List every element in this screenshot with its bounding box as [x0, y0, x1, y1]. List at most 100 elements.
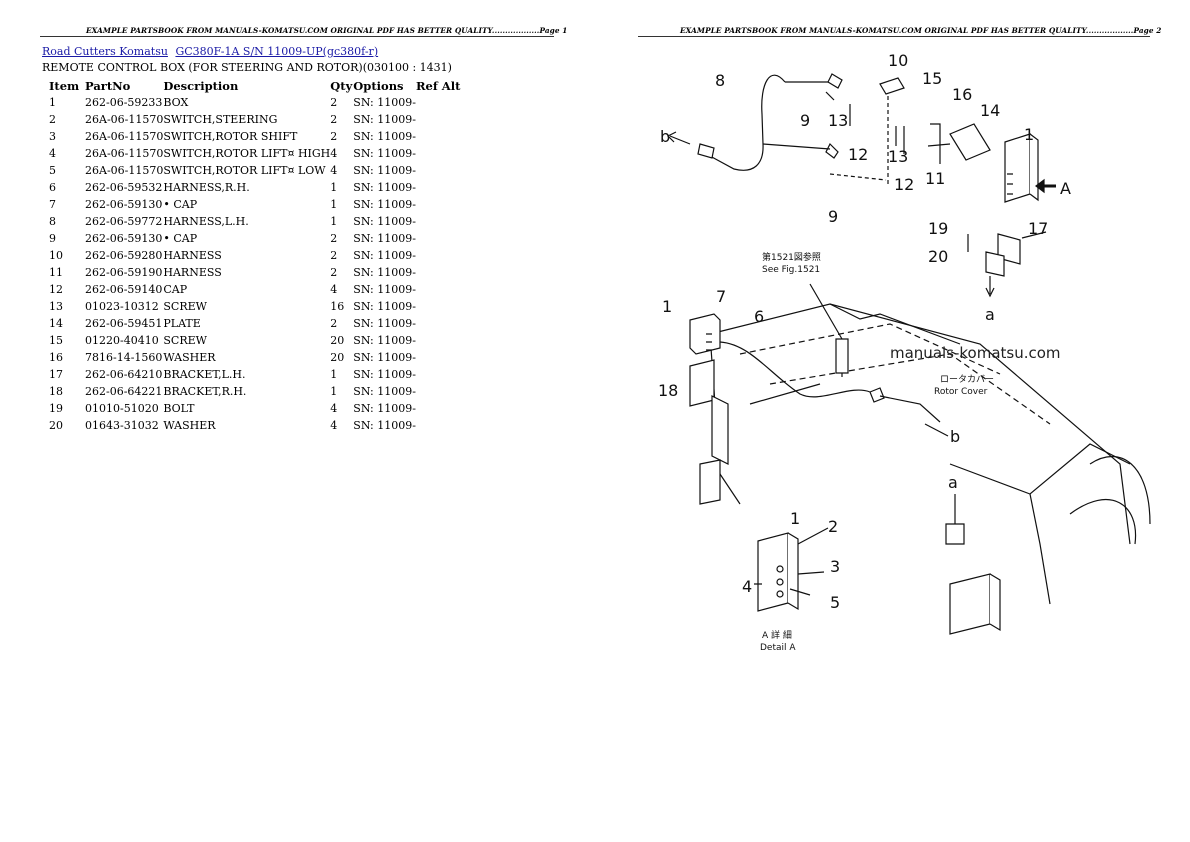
see-fig-label: See Fig.1521 [762, 265, 820, 275]
exploded-parts-diagram: 8 9 9 10 11 12 12 13 13 14 15 16 1 A 17 … [658, 51, 1151, 653]
cell-description: HARNESS,R.H. [163, 181, 250, 194]
callout-13-upper: 13 [828, 111, 848, 130]
detail-a-label: Detail A [760, 643, 796, 653]
cell-options: SN: 11009- [353, 249, 416, 262]
label-b-lower: b [950, 427, 960, 446]
cell-description: SWITCH,STEERING [163, 113, 278, 126]
cell-qty: 20 [330, 351, 345, 364]
cell-partno: 262-06-59532 [85, 181, 163, 194]
parts-table: Item PartNo Description Qty Options Ref … [42, 77, 460, 434]
cell-description: WASHER [163, 351, 216, 364]
cell-description: SWITCH,ROTOR LIFT¤ HIGH [163, 147, 331, 160]
harness-l-h-line [709, 74, 786, 171]
page-header-1: EXAMPLE PARTSBOOK FROM MANUALS-KOMATSU.C… [86, 26, 568, 35]
callout-10: 10 [888, 51, 908, 70]
cell-partno: 262-06-59190 [85, 266, 163, 279]
cell-ref-alt [416, 213, 460, 230]
col-header-qty: Qty [330, 78, 353, 93]
col-header-partno: PartNo [85, 78, 131, 93]
cell-qty: 1 [330, 385, 338, 398]
cell-partno: 7816-14-1560 [85, 351, 163, 364]
cell-options: SN: 11009- [353, 215, 416, 228]
header-rule-2 [638, 36, 1150, 37]
cell-partno: 262-06-59233 [85, 96, 163, 109]
cell-qty: 2 [330, 249, 338, 262]
cell-options: SN: 11009- [353, 351, 416, 364]
page-title: REMOTE CONTROL BOX (FOR STEERING AND ROT… [42, 61, 452, 74]
cell-ref-alt [416, 315, 460, 332]
cell-options: SN: 11009- [353, 130, 416, 143]
callout-6: 6 [754, 307, 764, 326]
callout-9-upper: 9 [800, 111, 810, 130]
cell-description: PLATE [163, 317, 201, 330]
cell-item: 2 [49, 113, 56, 126]
detail-callout-3: 3 [830, 557, 840, 576]
cell-partno: 262-06-64221 [85, 385, 163, 398]
callout-16: 16 [952, 85, 972, 104]
cell-ref-alt [416, 366, 460, 383]
cell-qty: 4 [330, 164, 338, 177]
cell-qty: 1 [330, 181, 338, 194]
cell-ref-alt [416, 111, 460, 128]
cell-options: SN: 11009- [353, 385, 416, 398]
cell-ref-alt [416, 264, 460, 281]
callout-19: 19 [928, 219, 948, 238]
callout-9-lower: 9 [828, 207, 838, 226]
cell-item: 19 [49, 402, 63, 415]
cell-description: BRACKET,L.H. [163, 368, 246, 381]
cell-qty: 4 [330, 419, 338, 432]
col-header-item: Item [49, 78, 80, 93]
cell-partno: 01023-10312 [85, 300, 159, 313]
breadcrumb-link-model[interactable]: GC380F-1A S/N 11009-UP(gc380f-r) [175, 45, 379, 58]
cell-options: SN: 11009- [353, 334, 416, 347]
cell-item: 3 [49, 130, 56, 143]
cell-qty: 1 [330, 198, 338, 211]
cell-ref-alt [416, 145, 460, 162]
cell-item: 7 [49, 198, 56, 211]
cell-item: 16 [49, 351, 63, 364]
callout-1-lower: 1 [662, 297, 672, 316]
col-header-options: Options [353, 78, 404, 93]
cell-item: 17 [49, 368, 63, 381]
page-header-2: EXAMPLE PARTSBOOK FROM MANUALS-KOMATSU.C… [680, 26, 1162, 35]
cell-qty: 4 [330, 283, 338, 296]
cell-ref-alt [416, 94, 460, 111]
callout-14: 14 [980, 101, 1000, 120]
cell-description: SCREW [163, 300, 207, 313]
breadcrumb-link-road-cutters[interactable]: Road Cutters Komatsu [42, 45, 168, 58]
cell-description: • CAP [163, 198, 198, 211]
cell-options: SN: 11009- [353, 147, 416, 160]
cell-item: 11 [49, 266, 63, 279]
cell-qty: 20 [330, 334, 345, 347]
cell-item: 1 [49, 96, 56, 109]
cell-qty: 4 [330, 402, 338, 415]
cell-partno: 26A-06-11570 [85, 130, 164, 143]
detail-callout-1: 1 [790, 509, 800, 528]
cell-partno: 01010-51020 [85, 402, 159, 415]
callout-1-upper: 1 [1024, 125, 1034, 144]
cell-qty: 4 [330, 147, 338, 160]
header-rule-1 [40, 36, 554, 37]
cell-options: SN: 11009- [353, 266, 416, 279]
cell-partno: 262-06-59130 [85, 232, 163, 245]
cell-description: WASHER [163, 419, 216, 432]
cell-options: SN: 11009- [353, 283, 416, 296]
cell-ref-alt [416, 247, 460, 264]
cell-ref-alt [416, 383, 460, 400]
cell-description: SWITCH,ROTOR LIFT¤ LOW [163, 164, 326, 177]
cell-description: SWITCH,ROTOR SHIFT [163, 130, 298, 143]
cell-item: 18 [49, 385, 63, 398]
detail-callout-4: 4 [742, 577, 752, 596]
watermark-text: manuals-komatsu.com [890, 344, 1061, 362]
